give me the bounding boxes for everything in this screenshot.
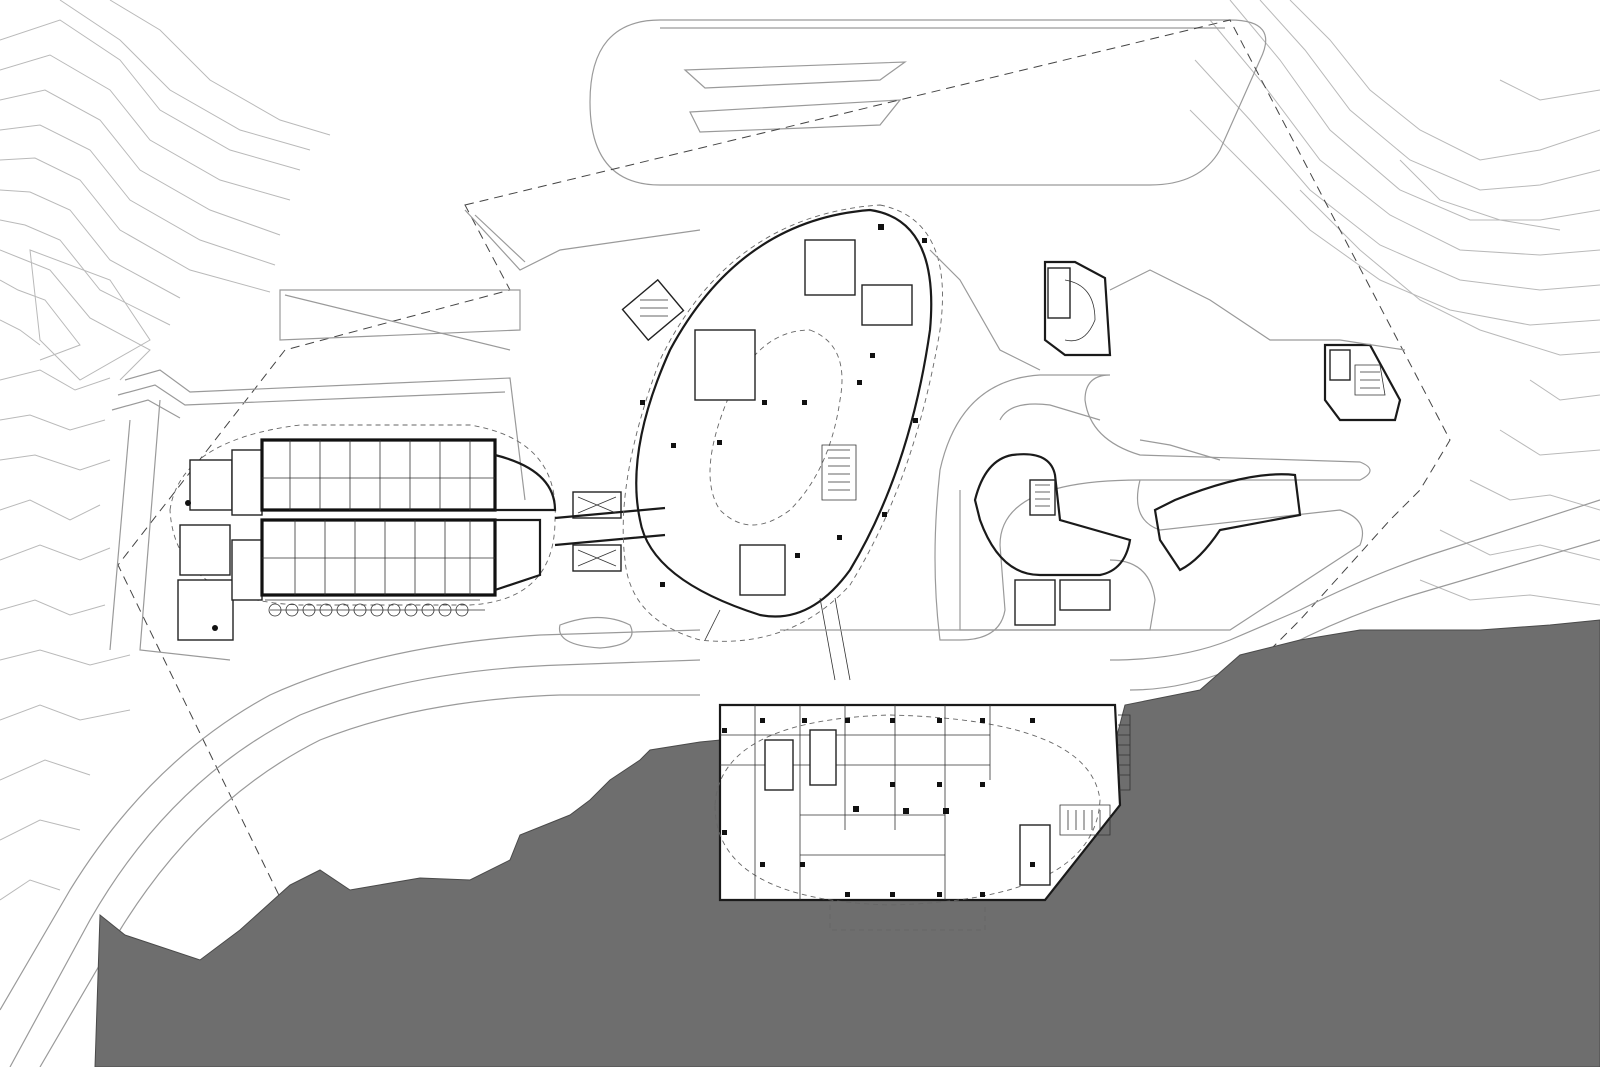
west-wing-outline <box>169 424 556 606</box>
west-wing-building <box>169 424 557 641</box>
contour-lines-left <box>0 0 331 901</box>
retaining-walls-left <box>109 209 701 661</box>
podium-footprint-dashed <box>829 905 986 931</box>
central-oval-building <box>621 204 943 681</box>
connector-bridge <box>554 491 666 649</box>
upper-drop-off-loop <box>589 19 1267 186</box>
upper-right-pavilions <box>929 249 1406 461</box>
shaded-landform <box>94 619 1600 1067</box>
contour-lines-right <box>1189 0 1600 606</box>
east-drop-off <box>780 374 1371 641</box>
lower-podium-parking <box>714 703 1131 906</box>
